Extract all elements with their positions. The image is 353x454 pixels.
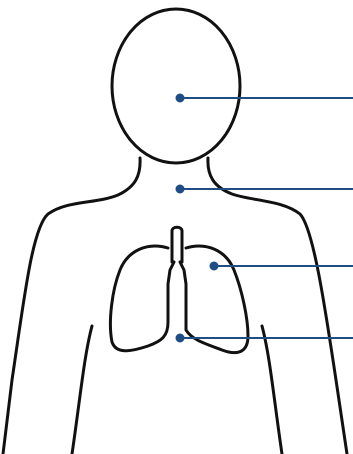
left-lung-outline bbox=[110, 246, 174, 351]
right-arm-inner-outline bbox=[262, 326, 282, 454]
head-outline bbox=[112, 9, 240, 163]
left-arm-inner-outline bbox=[72, 326, 92, 454]
body-outline bbox=[3, 158, 347, 454]
trachea-outline bbox=[172, 227, 182, 262]
marker-head bbox=[176, 94, 353, 103]
marker-neck bbox=[176, 185, 353, 194]
